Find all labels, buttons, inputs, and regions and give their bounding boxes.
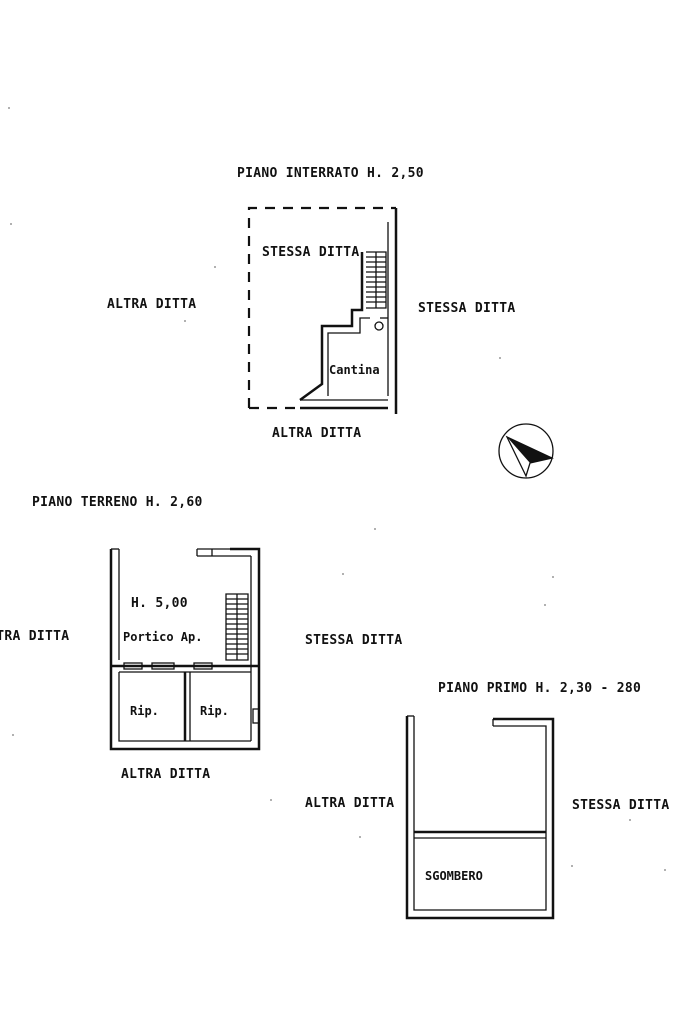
basement-bottom-neighbor: ALTRA DITTA <box>272 426 361 441</box>
basement-title: PIANO INTERRATO H. 2,50 <box>237 166 424 181</box>
ground-left-neighbor: ALTRA DITTA <box>0 629 69 644</box>
basement-outline <box>247 206 398 414</box>
basement-room-label: Cantina <box>329 363 380 377</box>
scan-noise <box>8 107 666 871</box>
north-arrow-icon <box>498 423 554 479</box>
ground-outline <box>109 547 261 751</box>
ground-title: PIANO TERRENO H. 2,60 <box>32 495 203 510</box>
first-left-neighbor: ALTRA DITTA <box>305 796 394 811</box>
first-right-neighbor: STESSA DITTA <box>572 798 670 813</box>
ground-storage-a-label: Rip. <box>130 704 159 718</box>
basement-right-neighbor: STESSA DITTA <box>418 301 516 316</box>
first-outline <box>405 715 555 920</box>
ground-height-label: H. 5,00 <box>131 596 188 611</box>
first-room-label: SGOMBERO <box>425 869 483 883</box>
ground-portico-label: Portico Ap. <box>123 630 202 644</box>
ground-right-neighbor: STESSA DITTA <box>305 633 403 648</box>
ground-bottom-neighbor: ALTRA DITTA <box>121 767 210 782</box>
ground-storage-b-label: Rip. <box>200 704 229 718</box>
basement-inside-label: STESSA DITTA <box>262 245 360 260</box>
first-title: PIANO PRIMO H. 2,30 - 280 <box>438 681 641 696</box>
basement-left-neighbor: ALTRA DITTA <box>107 297 196 312</box>
